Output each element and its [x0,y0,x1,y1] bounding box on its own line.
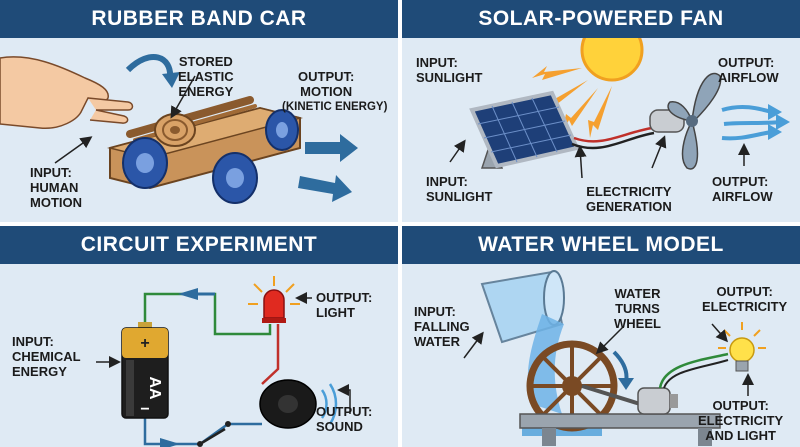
hand-icon [0,56,134,129]
battery-minus-label: − [140,401,149,418]
sound-waves-icon [320,383,338,425]
output-sound-label: OUTPUT: SOUND [316,404,373,434]
generator-icon [581,384,678,415]
wire-green [143,292,272,336]
red-led-icon [248,276,300,323]
wire-red [573,126,653,143]
water-wheel-illustration [463,270,766,446]
battery-plus-label: + [140,335,149,352]
output-light-label: OUTPUT: LIGHT [316,290,373,320]
rotation-arrow-icon [125,54,174,79]
panel-solar-powered-fan: SOLAR-POWERED FAN [402,0,800,222]
motion-arrows-icon [298,134,358,202]
stored-energy-label: STORED ELASTIC ENERGY [178,54,234,99]
input-sunlight-bottom-label: INPUT: SUNLIGHT [426,174,493,204]
wooden-car-icon [107,96,303,204]
buzzer-icon [259,379,317,429]
rubber-band-car-illustration [0,54,358,204]
circuit-illustration: + AA − [96,276,351,447]
output-airflow-top-label: OUTPUT: AIRFLOW [718,55,779,85]
panel-title: WATER WHEEL MODEL [402,226,800,264]
input-sunlight-top-label: INPUT: SUNLIGHT [416,55,483,85]
switch-icon [197,421,231,447]
fan-icon [649,72,722,170]
solar-fan-illustration [449,38,790,179]
sun-icon [580,38,644,82]
panel-title: SOLAR-POWERED FAN [402,0,800,38]
generator-wire [658,352,729,389]
panel-title: CIRCUIT EXPERIMENT [0,226,398,264]
input-chemical-energy-label: INPUT: CHEMICAL ENERGY [12,334,81,379]
electricity-generation-label: ELECTRICITY GENERATION [586,184,672,214]
battery-icon [121,322,169,419]
input-human-motion-label: INPUT: HUMAN MOTION [30,165,82,210]
sunlight-rays-icon [532,66,612,138]
output-electricity-light-label: OUTPUT: ELECTRICITY AND LIGHT [698,398,784,443]
water-turns-wheel-label: WATER TURNS WHEEL [614,286,661,331]
water-wheel-icon [526,340,618,432]
panel-title: RUBBER BAND CAR [0,0,398,38]
panel-rubber-band-car: RUBBER BAND CAR [0,0,398,222]
output-electricity-top-label: OUTPUT: ELECTRICITY [702,284,788,314]
falling-water-icon [527,314,564,414]
output-airflow-bottom-label: OUTPUT: AIRFLOW [712,174,773,204]
kinetic-energy-label: (KINETIC ENERGY) [282,101,388,113]
solar-panel-icon [469,90,580,169]
input-falling-water-label: INPUT: FALLING WATER [414,304,470,349]
panel-circuit-experiment: CIRCUIT EXPERIMENT + AA − [0,226,398,447]
panel-water-wheel-model: WATER WHEEL MODEL [402,226,800,447]
wire-red-circuit [261,324,280,385]
battery-aa-label: AA [146,376,163,400]
light-bulb-icon [718,322,766,372]
wheel-base [519,413,721,429]
output-motion-label: OUTPUT: MOTION [298,69,355,99]
